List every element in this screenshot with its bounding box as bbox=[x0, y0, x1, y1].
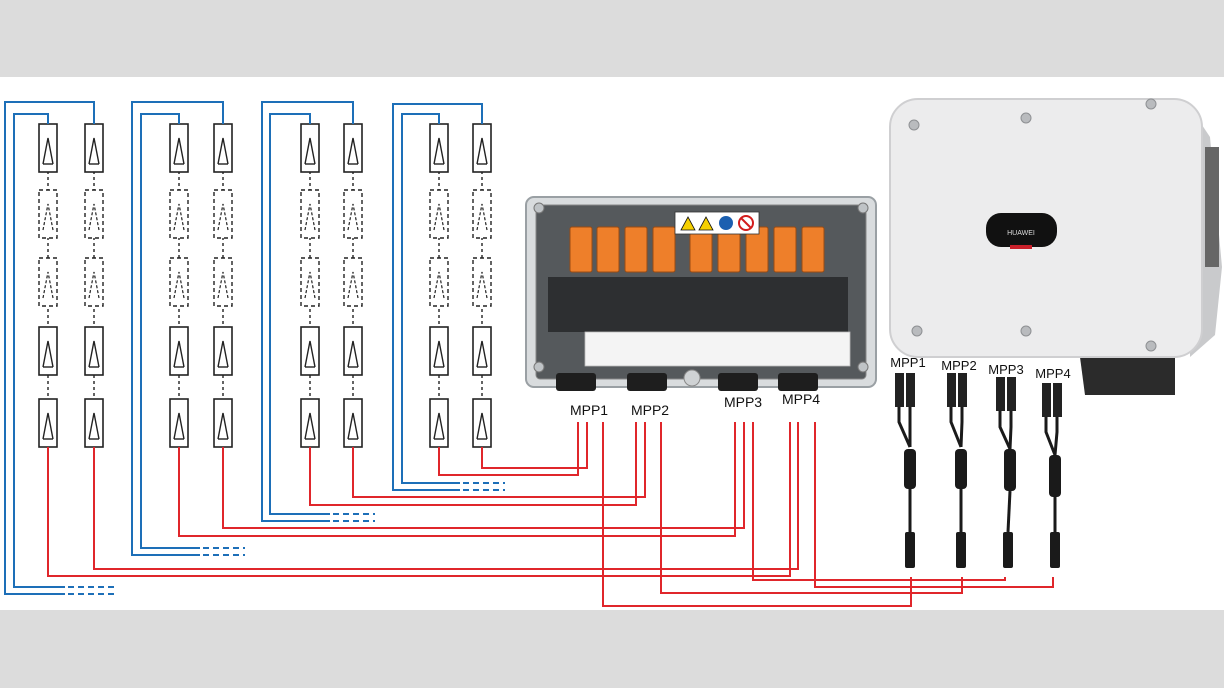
combiner-mpp1-label: MPP1 bbox=[570, 402, 608, 418]
diagram-canvas: HUAWEI bbox=[0, 77, 1224, 610]
combiner-box bbox=[525, 196, 877, 391]
negative-wires bbox=[4, 101, 505, 595]
combiner-mpp3-label: MPP3 bbox=[724, 394, 762, 410]
combiner-labels: MPP1 MPP2 MPP3 MPP4 bbox=[570, 391, 820, 418]
combiner-mpp2-label: MPP2 bbox=[631, 402, 669, 418]
wiring-diagram: HUAWEI bbox=[4, 98, 1222, 607]
combiner-mpp4-label: MPP4 bbox=[782, 391, 820, 407]
inverter-labels: MPP1 MPP2 MPP3 MPP4 bbox=[890, 355, 1070, 381]
positive-wires bbox=[47, 422, 1054, 607]
inverter-mpp4-label: MPP4 bbox=[1035, 366, 1070, 381]
inverter-mpp2-label: MPP2 bbox=[941, 358, 976, 373]
inverter-mpp1-label: MPP1 bbox=[890, 355, 925, 370]
inverter: HUAWEI bbox=[889, 98, 1222, 395]
y-cables bbox=[895, 373, 1062, 568]
inverter-brand: HUAWEI bbox=[1007, 230, 1035, 237]
pv-array bbox=[39, 117, 491, 447]
inverter-mpp3-label: MPP3 bbox=[988, 362, 1023, 377]
